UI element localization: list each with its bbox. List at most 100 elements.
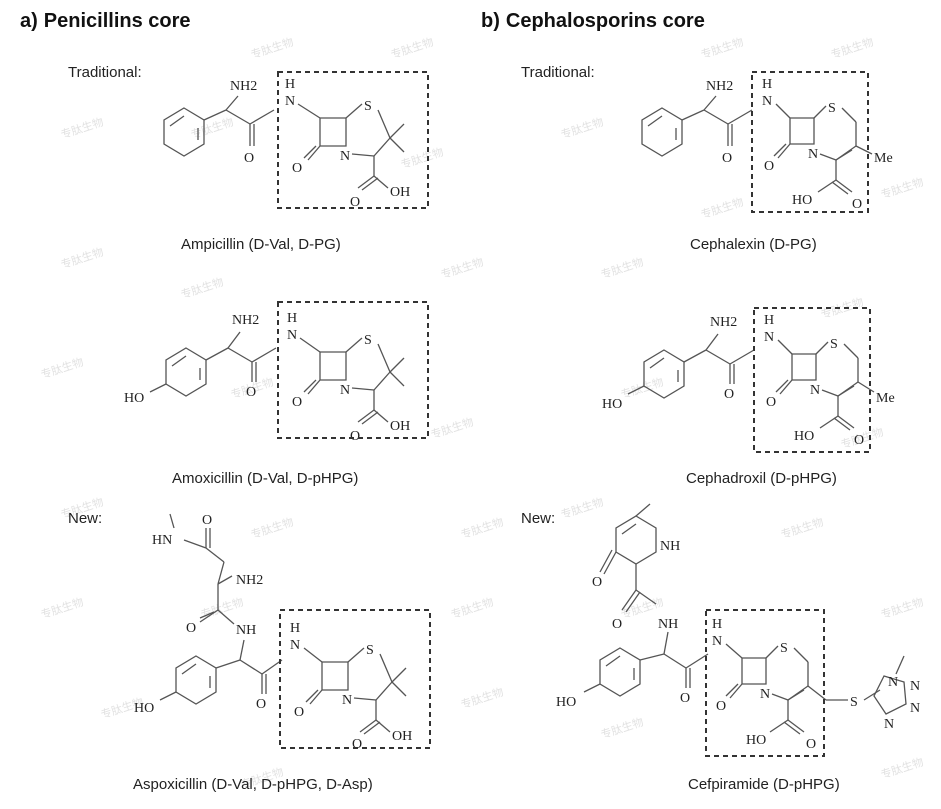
amide-n-label: N xyxy=(764,330,774,345)
amide-n-label: N xyxy=(290,638,300,653)
amide-h-label: H xyxy=(290,621,300,636)
tetrazole-n2-label: N xyxy=(910,679,920,694)
methyl-label: Me xyxy=(874,151,893,166)
tetrazole-n4-label: N xyxy=(884,717,894,732)
amide-n-label: N xyxy=(762,94,772,109)
structure-cephadroxil: HO NH2 O H N O N S Me O HO xyxy=(602,307,895,453)
caption-cephalexin: Cephalexin (D-PG) xyxy=(690,236,817,253)
acid-ho-label: HO xyxy=(794,429,814,444)
lactam-n-label: N xyxy=(340,383,350,398)
tetrazole-n3-label: N xyxy=(910,701,920,716)
structure-amoxicillin: HO NH2 O H N O N S O OH xyxy=(124,301,429,444)
thioether-s-label: S xyxy=(850,695,858,710)
amide-h-label: H xyxy=(287,311,297,326)
acid-oh-label: OH xyxy=(392,729,412,744)
caption-cephadroxil: Cephadroxil (D-pHPG) xyxy=(686,470,837,487)
lactam-n-label: N xyxy=(810,383,820,398)
asp-carbonyl-o-label: O xyxy=(186,621,196,636)
acid-o-label: O xyxy=(352,737,362,752)
thio-s-label: S xyxy=(366,643,374,658)
penicillin-core-box xyxy=(279,609,431,749)
phenol-ho-label: HO xyxy=(124,391,144,406)
amide-h-label: H xyxy=(762,77,772,92)
amine-label: NH2 xyxy=(710,315,737,330)
acid-oh-label: OH xyxy=(390,185,410,200)
amine-label: NH2 xyxy=(230,79,257,94)
amine-label: NH2 xyxy=(706,79,733,94)
lactam-o-label: O xyxy=(766,395,776,410)
caption-amoxicillin: Amoxicillin (D-Val, D-pHPG) xyxy=(172,470,359,487)
acid-o-label: O xyxy=(806,737,816,752)
amide-n-label: N xyxy=(712,634,722,649)
caption-cefpiramide: Cefpiramide (D-pHPG) xyxy=(688,776,840,793)
phenol-ho-label: HO xyxy=(602,397,622,412)
pyridone-nh-label: NH xyxy=(660,539,680,554)
lactam-n-label: N xyxy=(342,693,352,708)
thio-s-label: S xyxy=(828,101,836,116)
pyridone-o-label: O xyxy=(592,575,602,590)
acid-ho-label: HO xyxy=(792,193,812,208)
cephalosporin-core-box xyxy=(753,307,871,453)
acid-o-label: O xyxy=(854,433,864,448)
asp-amide-o-label: O xyxy=(202,513,212,528)
label-new-b: New: xyxy=(521,510,556,527)
pyridone-carbonyl-o-label: O xyxy=(612,617,622,632)
panel-a-title-text: Penicillins core xyxy=(43,10,191,32)
carbonyl-o-label: O xyxy=(722,151,732,166)
lactam-n-label: N xyxy=(760,687,770,702)
amide-nh-label: NH xyxy=(658,617,678,632)
structure-cephalexin: NH2 O H N O N S Me O HO xyxy=(641,71,893,213)
cephalosporin-core-box xyxy=(751,71,869,213)
carbonyl-o-label: O xyxy=(680,691,690,706)
methyl-label: Me xyxy=(876,391,895,406)
lactam-n-label: N xyxy=(808,147,818,162)
penicillin-core-box xyxy=(277,71,429,209)
caption-ampicillin: Ampicillin (D-Val, D-PG) xyxy=(181,236,341,253)
lactam-o-label: O xyxy=(764,159,774,174)
acid-o-label: O xyxy=(852,197,862,212)
panel-a-title: a)Penicillins core xyxy=(20,10,191,33)
structure-aspoxicillin: HN O NH2 O NH HO O H N O N S xyxy=(134,513,431,752)
caption-aspoxicillin: Aspoxicillin (D-Val, D-pHPG, D-Asp) xyxy=(133,776,373,793)
label-traditional-a: Traditional: xyxy=(68,64,142,81)
lactam-o-label: O xyxy=(292,395,302,410)
phenol-ho-label: HO xyxy=(134,701,154,716)
amine-label: NH2 xyxy=(232,313,259,328)
phenol-ho-label: HO xyxy=(556,695,576,710)
lactam-o-label: O xyxy=(294,705,304,720)
amide-n-label: N xyxy=(285,94,295,109)
tetrazole-ring xyxy=(873,675,907,715)
acid-oh-label: OH xyxy=(390,419,410,434)
thio-s-label: S xyxy=(364,333,372,348)
lactam-o-label: O xyxy=(716,699,726,714)
label-traditional-b: Traditional: xyxy=(521,64,595,81)
acid-ho-label: HO xyxy=(746,733,766,748)
methylamide-hn-label: HN xyxy=(152,533,172,548)
asp-amine-label: NH2 xyxy=(236,573,263,588)
carbonyl-o-label: O xyxy=(724,387,734,402)
acid-o-label: O xyxy=(350,429,360,444)
structure-ampicillin: NH2 O H N O N S O OH xyxy=(163,71,429,210)
tetrazole-n1-label: N xyxy=(888,675,898,690)
panel-b-title-text: Cephalosporins core xyxy=(505,10,705,32)
carbonyl-o-label: O xyxy=(246,385,256,400)
thio-s-label: S xyxy=(364,99,372,114)
amide-h-label: H xyxy=(285,77,295,92)
carbonyl-o-label: O xyxy=(256,697,266,712)
lactam-n-label: N xyxy=(340,149,350,164)
penicillin-core-box xyxy=(277,301,429,439)
asp-nh-label: NH xyxy=(236,623,256,638)
amide-h-label: H xyxy=(712,617,722,632)
label-new-a: New: xyxy=(68,510,103,527)
cephalosporin-core-box xyxy=(705,609,825,757)
panel-b-title: b)Cephalosporins core xyxy=(481,10,705,33)
amide-h-label: H xyxy=(764,313,774,328)
pyridone-ring xyxy=(615,515,657,565)
panel-b-letter: b) xyxy=(481,10,500,32)
carbonyl-o-label: O xyxy=(244,151,254,166)
thio-s-label: S xyxy=(780,641,788,656)
thio-s-label: S xyxy=(830,337,838,352)
amide-n-label: N xyxy=(287,328,297,343)
lactam-o-label: O xyxy=(292,161,302,176)
